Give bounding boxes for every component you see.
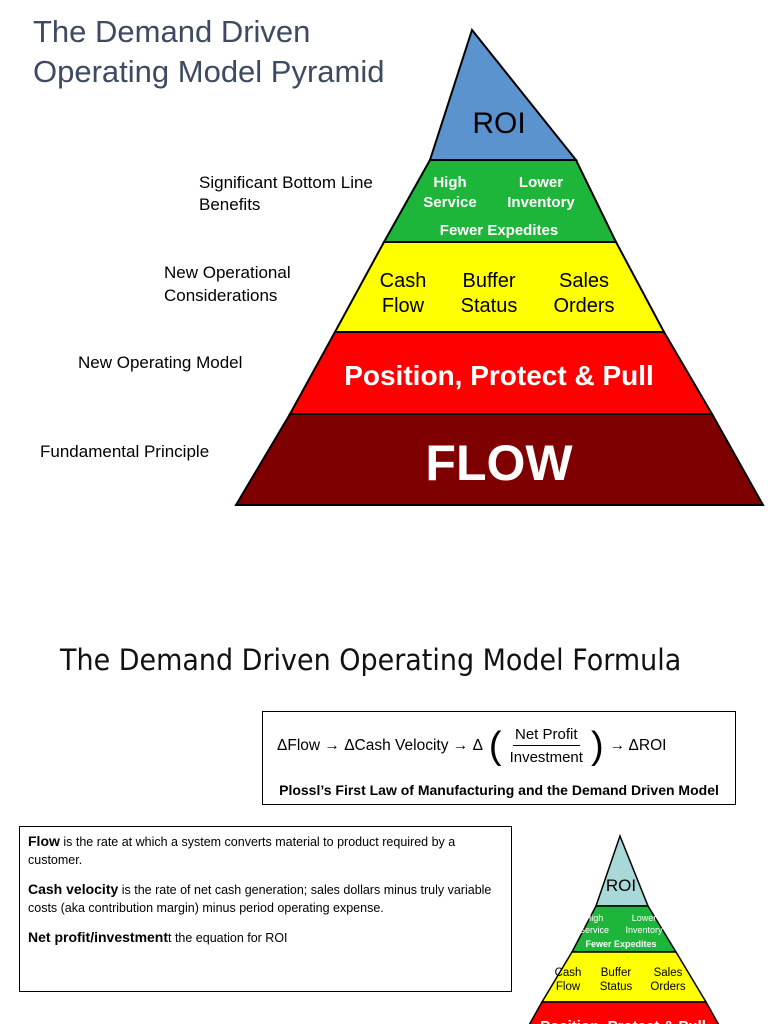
formula-paren-close: ) xyxy=(590,725,604,767)
pyramid-sales-orders-label: Orders xyxy=(553,295,614,317)
title-line-2: Operating Model Pyramid xyxy=(33,54,385,89)
definition-cash-text: is the rate of net cash generation; sale… xyxy=(28,883,492,915)
pyramid-cash-flow-label: Flow xyxy=(382,295,425,317)
pyramid-lower-label: Lower xyxy=(519,174,563,191)
formula-fraction: Net Profit Investment xyxy=(508,726,585,766)
definition-net-profit: Net profit/investmentt the equation for … xyxy=(28,928,503,947)
main-pyramid: ROI High Service Lower Inventory Fewer E… xyxy=(234,27,765,506)
definition-flow-text: is the rate at which a system converts m… xyxy=(28,835,456,867)
definition-np-term: Net profit/investment xyxy=(28,929,169,945)
label-benefits: Significant Bottom Line Benefits xyxy=(199,173,373,214)
pyramid-sales-label: Sales xyxy=(559,270,609,292)
formula-denominator: Investment xyxy=(509,749,583,766)
definition-cash-velocity: Cash velocity is the rate of net cash ge… xyxy=(28,880,503,917)
small-pyramid-high-label: High xyxy=(585,913,604,923)
formula-numerator: Net Profit xyxy=(513,726,580,746)
small-pyramid-cash-label: Cash xyxy=(555,967,582,979)
definition-flow: Flow is the rate at which a system conve… xyxy=(28,832,503,869)
small-pyramid-model-tier xyxy=(528,1001,720,1024)
formula-paren-open: ( xyxy=(488,725,502,767)
definition-flow-term: Flow xyxy=(28,833,60,849)
pyramid-fewer-expedites-label: Fewer Expedites xyxy=(440,222,558,239)
definitions-box: Flow is the rate at which a system conve… xyxy=(19,826,512,992)
pyramid-roi-tier xyxy=(428,27,579,161)
pyramid-buffer-status-label: Status xyxy=(461,295,518,317)
definition-cash-term: Cash velocity xyxy=(28,881,119,897)
small-pyramid-roi-tier xyxy=(594,833,650,907)
small-pyramid-sales-label: Sales xyxy=(654,967,683,979)
small-pyramid-position-label: Position, Protect & Pull xyxy=(540,1018,706,1024)
small-pyramid-buffer-status-label: Status xyxy=(600,981,633,993)
small-pyramid-service-label: Service xyxy=(579,925,609,935)
pyramid-cash-label: Cash xyxy=(380,270,427,292)
small-pyramid-buffer-label: Buffer xyxy=(601,967,632,979)
pyramid-flow-label: FLOW xyxy=(425,435,573,491)
small-pyramid-lower-label: Lower xyxy=(632,913,657,923)
small-pyramid-cash-flow-label: Flow xyxy=(556,981,581,993)
formula-heading: The Demand Driven Operating Model Formul… xyxy=(60,643,682,677)
small-pyramid-fewer-expedites-label: Fewer Expedites xyxy=(585,939,656,949)
small-pyramid-roi-label: ROI xyxy=(606,876,636,895)
title-line-1: The Demand Driven xyxy=(33,14,311,49)
page-title: The Demand Driven Operating Model Pyrami… xyxy=(33,12,385,92)
pyramid-position-label: Position, Protect & Pull xyxy=(344,360,654,391)
pyramid-high-label: High xyxy=(433,174,466,191)
pyramid-buffer-label: Buffer xyxy=(463,270,516,292)
formula-law-caption: Plossl’s First Law of Manufacturing and … xyxy=(279,782,719,798)
pyramid-inventory-label: Inventory xyxy=(507,194,575,211)
definition-np-text: t the equation for ROI xyxy=(168,931,288,945)
formula-box: ΔFlow → ΔCash Velocity → Δ ( Net Profit … xyxy=(262,711,736,805)
pyramid-roi-label: ROI xyxy=(472,107,525,140)
label-operating-model: New Operating Model xyxy=(78,353,243,372)
small-pyramid: ROI High Service Lower Inventory Fewer E… xyxy=(528,833,720,1024)
pyramid-service-label: Service xyxy=(423,194,476,211)
formula-part-1: ΔFlow → ΔCash Velocity → Δ xyxy=(277,737,483,754)
label-fundamental-principle: Fundamental Principle xyxy=(40,442,210,461)
pyramid-flow-tier xyxy=(234,413,765,506)
formula-part-2: → ΔROI xyxy=(609,737,667,754)
formula-equation: ΔFlow → ΔCash Velocity → Δ ( Net Profit … xyxy=(277,726,666,766)
small-pyramid-inventory-label: Inventory xyxy=(625,925,663,935)
label-considerations: New Operational Considerations xyxy=(164,263,291,305)
small-pyramid-sales-orders-label: Orders xyxy=(650,981,685,993)
